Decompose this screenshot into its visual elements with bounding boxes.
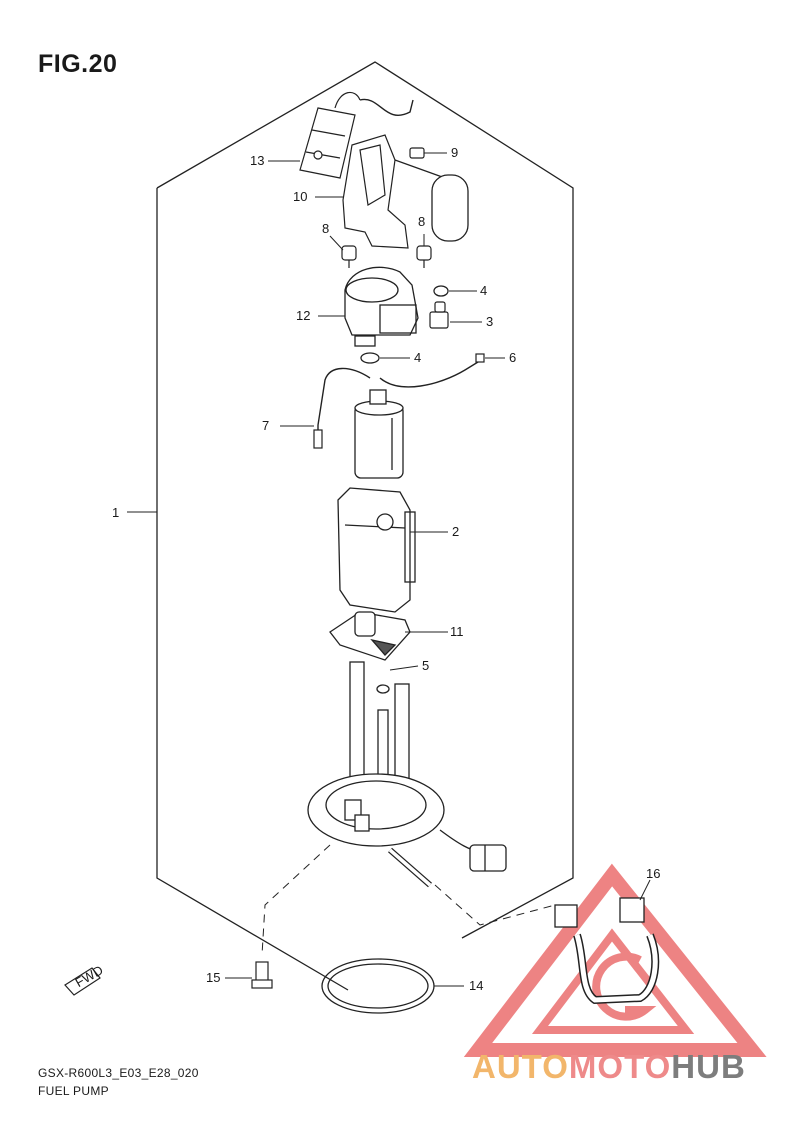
callout-2: 2 <box>452 524 459 539</box>
footer-diagram-name: FUEL PUMP <box>38 1084 109 1098</box>
callout-1: 1 <box>112 505 119 520</box>
callout-7: 7 <box>262 418 269 433</box>
part-16-fuel-hose <box>554 897 660 1005</box>
guide-lines <box>261 844 556 956</box>
wiring-harness-connector <box>439 829 507 872</box>
callout-11: 11 <box>450 624 464 639</box>
part-8-bolt-right <box>416 245 432 268</box>
watermark-brand: AUTOMOTOHUB <box>472 1048 746 1086</box>
footer-diagram-code: GSX-R600L3_E03_E28_020 <box>38 1066 199 1080</box>
part-14-gasket <box>321 958 435 1014</box>
part-12-regulator-housing <box>344 266 419 347</box>
watermark-part3: HUB <box>671 1048 746 1085</box>
part-4-o-ring-lower <box>360 352 380 364</box>
callout-8-right: 8 <box>418 214 425 229</box>
part-2-pump-case <box>337 487 416 613</box>
callout-10: 10 <box>293 189 307 204</box>
callout-13: 13 <box>250 153 264 168</box>
callout-9: 9 <box>451 145 458 160</box>
part-11-fuel-filter <box>329 611 411 661</box>
callout-12: 12 <box>296 308 310 323</box>
part-4-o-ring-upper <box>433 285 449 297</box>
figure-title: FIG.20 <box>38 50 118 78</box>
part-13-bracket-plate <box>299 91 361 179</box>
watermark-part2: MOTO <box>568 1048 672 1085</box>
part-3-valve <box>429 301 449 329</box>
part-8-bolt-left <box>341 245 357 268</box>
assembly-boundary <box>156 61 574 991</box>
part-6-terminal <box>475 353 485 363</box>
leader-lines <box>127 152 651 987</box>
callout-6: 6 <box>509 350 516 365</box>
callout-16: 16 <box>646 866 660 881</box>
part-7-lead-wire <box>317 367 371 438</box>
part-6-lead-wire <box>379 361 479 388</box>
warning-triangle-logo-icon <box>463 863 767 1057</box>
pump-base-plate <box>307 661 445 847</box>
callout-5: 5 <box>422 658 429 673</box>
watermark-part1: AUTO <box>472 1048 569 1085</box>
callout-14: 14 <box>469 978 483 993</box>
fuel-pump-motor <box>354 389 404 479</box>
callout-15: 15 <box>206 970 220 985</box>
part-9-clip <box>394 147 446 179</box>
fwd-label: FWD <box>73 962 106 990</box>
part-7-terminal <box>313 429 323 449</box>
part-10-bracket <box>342 134 409 249</box>
part-5-o-ring <box>376 684 390 694</box>
harness-wire-top <box>359 98 414 116</box>
forward-arrow-icon: FWD <box>64 962 106 996</box>
callout-4-upper: 4 <box>480 283 487 298</box>
callout-4-lower: 4 <box>414 350 421 365</box>
callout-3: 3 <box>486 314 493 329</box>
callout-labels: 1 2 3 4 4 5 6 7 8 8 9 10 11 12 13 14 15 … <box>112 145 660 993</box>
part-15-screw <box>251 961 273 989</box>
callout-8-left: 8 <box>322 221 329 236</box>
fuel-level-float <box>431 174 469 242</box>
